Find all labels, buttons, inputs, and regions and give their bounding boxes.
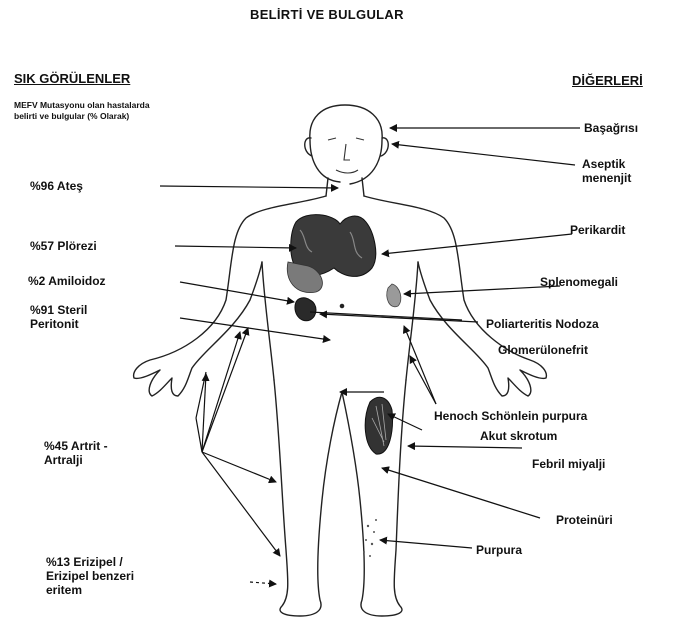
arrow-plorezi [175, 246, 296, 248]
arrow-artrit-2 [202, 328, 248, 452]
spleen [387, 284, 401, 307]
label-plorezi: %57 Plörezi [30, 240, 97, 254]
eye-right [356, 138, 364, 140]
label-ates: %96 Ateş [30, 180, 83, 194]
label-erizipel: %13 Erizipel / Erizipel benzeri eritem [46, 556, 134, 597]
label-akut-skrotum: Akut skrotum [480, 430, 557, 444]
left-header: SIK GÖRÜLENLER [14, 72, 130, 87]
organs [287, 215, 401, 557]
face [328, 138, 364, 173]
kidney [295, 298, 316, 321]
label-basagrisi: Başağrısı [584, 122, 638, 136]
label-artrit: %45 Artrit - Artralji [44, 440, 108, 468]
arrow-henoch-1 [404, 326, 436, 404]
arrow-perikardit [382, 234, 572, 254]
arrow-ates [160, 186, 338, 188]
eye-left [328, 138, 336, 140]
label-proteinuri: Proteinüri [556, 514, 613, 528]
arrow-peritonit [180, 318, 330, 340]
nose [344, 144, 350, 160]
arrow-akut-skrotum [388, 414, 422, 430]
torso-left [262, 262, 274, 380]
label-febril-miyalji: Febril miyalji [532, 458, 605, 472]
thigh-muscle [365, 397, 392, 454]
leg-left [274, 380, 342, 616]
arrow-splenomegali [404, 286, 560, 294]
label-henoch: Henoch Schönlein purpura [434, 410, 587, 424]
label-perikardit: Perikardit [570, 224, 625, 238]
label-peritonit: %91 Steril Peritonit [30, 304, 87, 332]
left-subtitle: MEFV Mutasyonu olan hastalarda belirti v… [14, 100, 150, 122]
arrow-menenjit [392, 144, 575, 165]
arrow-henoch-2 [410, 356, 436, 404]
label-purpura: Purpura [476, 544, 522, 558]
arrow-amiloidoz [180, 282, 294, 302]
arrow-miyalji [408, 446, 522, 448]
mouth [336, 170, 358, 173]
label-splenomegali: Splenomegali [540, 276, 618, 290]
label-menenjit: Aseptik menenjit [582, 158, 631, 186]
body-outline [134, 105, 547, 616]
page-title: BELİRTİ VE BULGULAR [250, 8, 404, 23]
arrow-poliarteritis [320, 314, 478, 322]
torso-right [406, 262, 418, 380]
neck-right [362, 178, 364, 196]
label-amiloidoz: %2 Amiloidoz [28, 275, 106, 289]
purpura-dots [363, 519, 377, 557]
label-glomerulonefrit: Glomerülonefrit [498, 344, 588, 358]
navel [340, 304, 343, 307]
arrow-purpura [380, 540, 472, 548]
arrow-proteinuri [382, 468, 540, 518]
arrow-erizipel [250, 582, 276, 584]
right-header: DİĞERLERİ [572, 74, 643, 89]
neck-left [326, 178, 328, 196]
label-poliarteritis: Poliarteritis Nodoza [486, 318, 599, 332]
